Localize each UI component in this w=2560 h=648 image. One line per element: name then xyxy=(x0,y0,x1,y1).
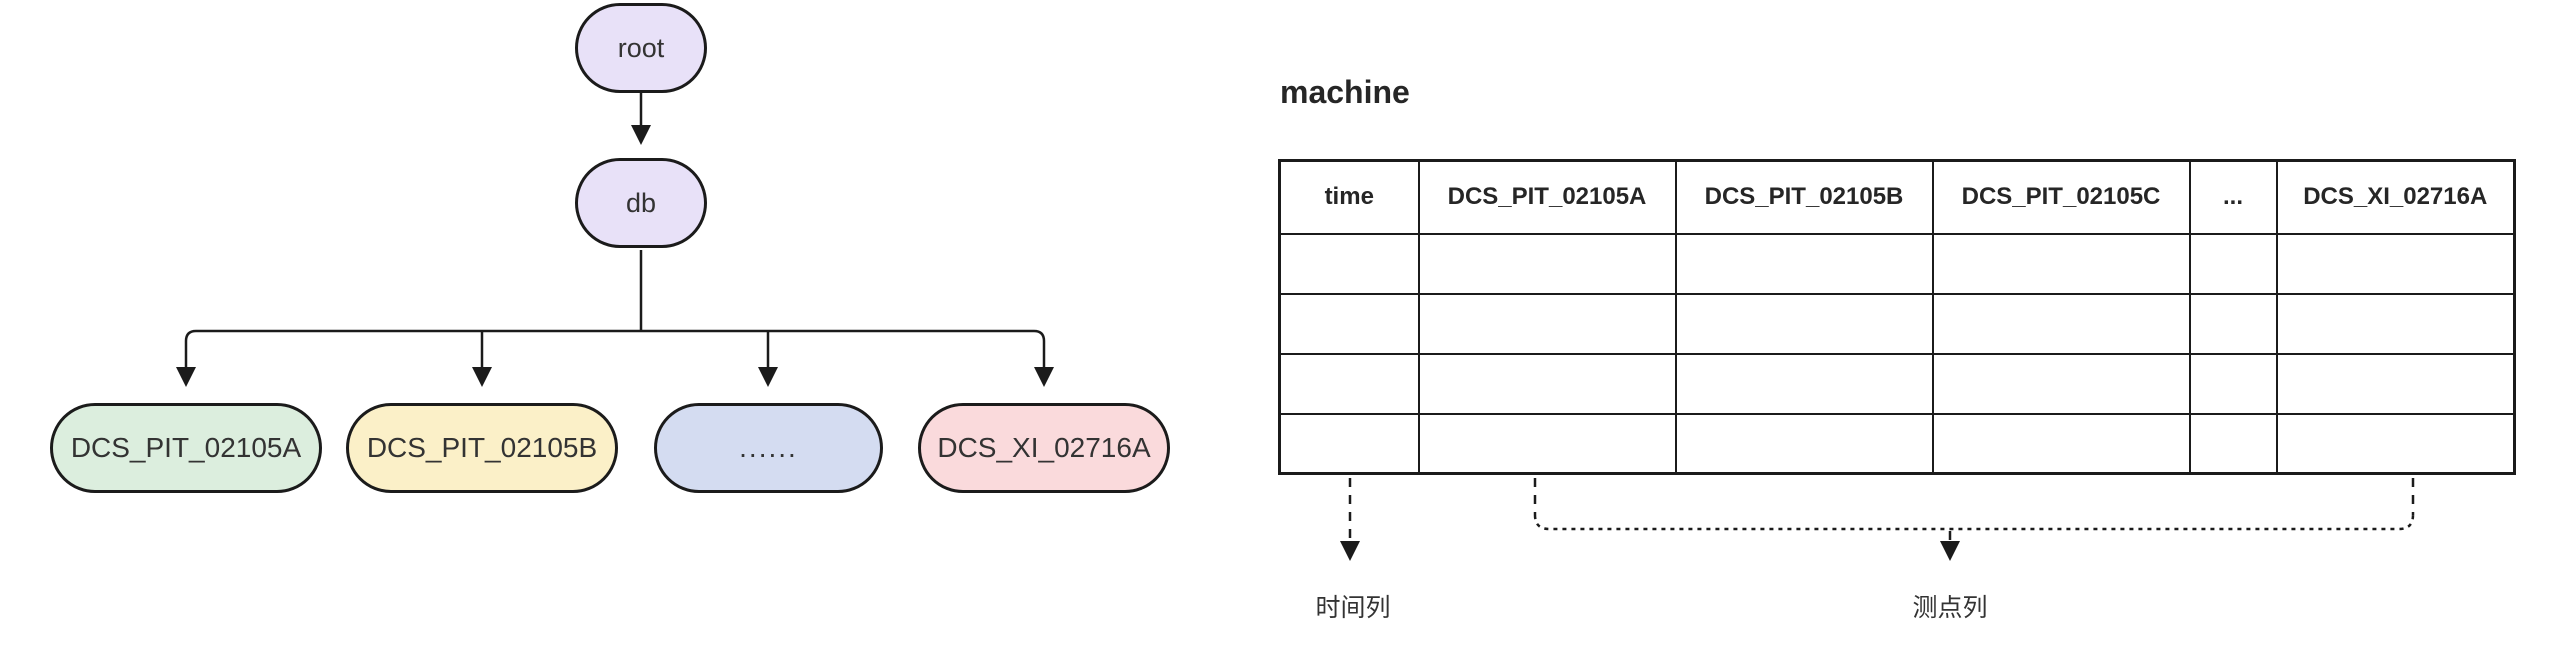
empty-cell xyxy=(1278,232,1420,295)
tree-node-dcs-pit-02105a-label: DCS_PIT_02105A xyxy=(70,432,302,463)
empty-cell xyxy=(1417,292,1677,355)
tree-node-root: root xyxy=(575,3,707,93)
bracket-horizontal xyxy=(1533,514,2415,531)
tree-edges xyxy=(176,93,1054,387)
tree-node-root-label: root xyxy=(617,32,665,63)
tree-node-dcs-pit-02105b: DCS_PIT_02105B xyxy=(346,403,618,493)
empty-cell xyxy=(1417,232,1677,295)
empty-cell xyxy=(1931,412,2191,475)
tree-node-db-label: db xyxy=(625,187,657,218)
table-body xyxy=(1278,232,2516,475)
empty-cell xyxy=(1278,412,1420,475)
column-header-dcs-pit-02105a: DCS_PIT_02105A xyxy=(1417,159,1677,235)
tree-node-ellipsis-label: ...... xyxy=(739,432,798,463)
table-row xyxy=(1278,412,2516,475)
empty-cell xyxy=(2275,232,2516,295)
column-header-dcs-pit-02105c: DCS_PIT_02105C xyxy=(1931,159,2191,235)
empty-cell xyxy=(1674,232,1934,295)
table-row xyxy=(1278,292,2516,355)
empty-cell xyxy=(2275,352,2516,415)
empty-cell xyxy=(1417,352,1677,415)
table-header: time DCS_PIT_02105A DCS_PIT_02105B DCS_P… xyxy=(1278,159,2516,235)
table-row xyxy=(1278,352,2516,415)
empty-cell xyxy=(2275,292,2516,355)
tree-node-ellipsis: ...... xyxy=(654,403,883,493)
empty-cell xyxy=(1931,232,2191,295)
edge-db-leaf4 xyxy=(641,329,1054,387)
tree-node-dcs-xi-02716a: DCS_XI_02716A xyxy=(918,403,1170,493)
sensor-columns-annotation-label: 测点列 xyxy=(1912,594,1988,622)
table-title: machine xyxy=(1280,74,1410,110)
empty-cell xyxy=(2188,352,2278,415)
empty-cell xyxy=(1674,352,1934,415)
empty-cell xyxy=(2275,412,2516,475)
column-header-dcs-pit-02105b: DCS_PIT_02105B xyxy=(1674,159,1934,235)
empty-cell xyxy=(1674,292,1934,355)
empty-cell xyxy=(2188,232,2278,295)
table-row xyxy=(1278,232,2516,295)
tree-node-dcs-pit-02105b-label: DCS_PIT_02105B xyxy=(366,432,598,463)
annotation-edges xyxy=(1340,478,2415,561)
time-column-annotation-label: 时间列 xyxy=(1315,594,1391,622)
column-header-time: time xyxy=(1278,159,1420,235)
empty-cell xyxy=(1674,412,1934,475)
tree-node-db: db xyxy=(575,158,707,248)
column-header-dcs-xi-02716a: DCS_XI_02716A xyxy=(2275,159,2516,235)
edge-db-leaf1 xyxy=(176,329,641,387)
tree-node-dcs-xi-02716a-label: DCS_XI_02716A xyxy=(937,432,1151,463)
empty-cell xyxy=(2188,412,2278,475)
column-header-ellipsis: ... xyxy=(2188,159,2278,235)
empty-cell xyxy=(1278,292,1420,355)
tree-node-dcs-pit-02105a: DCS_PIT_02105A xyxy=(50,403,322,493)
empty-cell xyxy=(1417,412,1677,475)
empty-cell xyxy=(2188,292,2278,355)
empty-cell xyxy=(1278,352,1420,415)
machine-table: time DCS_PIT_02105A DCS_PIT_02105B DCS_P… xyxy=(1278,159,2516,475)
empty-cell xyxy=(1931,352,2191,415)
empty-cell xyxy=(1931,292,2191,355)
table-header-row: time DCS_PIT_02105A DCS_PIT_02105B DCS_P… xyxy=(1278,159,2516,235)
